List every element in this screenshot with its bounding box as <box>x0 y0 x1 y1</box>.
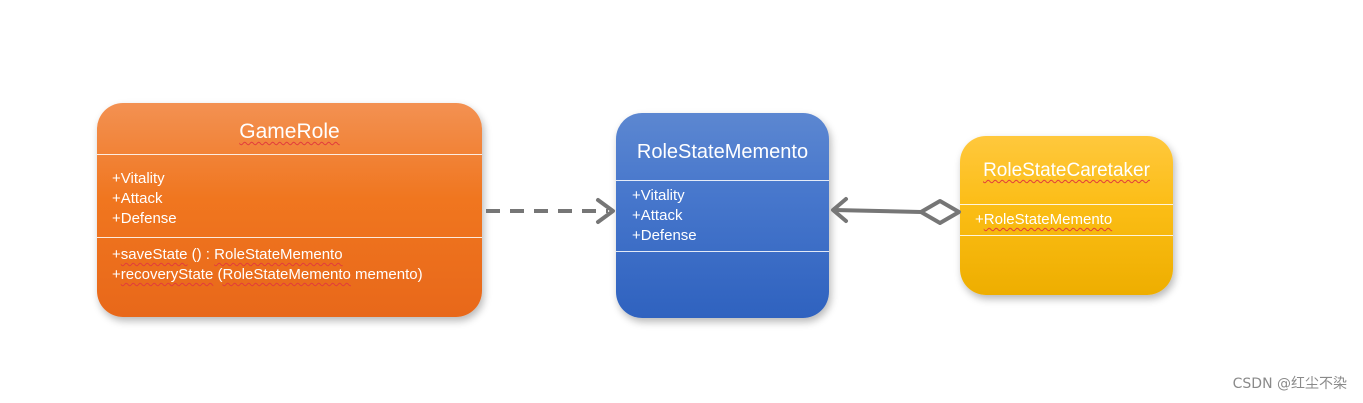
class-divider <box>616 180 829 181</box>
aggregation-arrowhead <box>831 197 848 223</box>
attribute-vitality: +Vitality <box>632 187 685 204</box>
attribute-role-state-memento: +RoleStateMemento <box>975 211 1113 228</box>
attribute-defense: +Defense <box>112 210 177 227</box>
dependency-arrowhead <box>596 198 615 224</box>
class-divider <box>616 251 829 252</box>
attribute-attack: +Attack <box>632 207 683 224</box>
class-name-game-role: GameRole <box>239 120 340 143</box>
class-name-role-state-caretaker: RoleStateCaretaker <box>983 160 1150 181</box>
watermark: CSDN @红尘不染 <box>1232 376 1347 392</box>
attribute-vitality: +Vitality <box>112 170 165 187</box>
class-box-game-role[interactable]: GameRole +Vitality +Attack +Defense +sav… <box>97 103 482 317</box>
class-name-role-state-memento: RoleStateMemento <box>636 141 809 163</box>
aggregation-line <box>833 208 922 214</box>
class-divider <box>97 154 482 155</box>
class-divider <box>97 237 482 238</box>
class-box-role-state-memento[interactable]: RoleStateMemento +Vitality +Attack +Defe… <box>616 113 829 318</box>
operation-recovery-state: +recoveryState (RoleStateMemento memento… <box>112 266 423 283</box>
operation-save-state: +saveState () : RoleStateMemento <box>112 246 343 263</box>
attribute-attack: +Attack <box>112 190 163 207</box>
class-box-role-state-caretaker[interactable]: RoleStateCaretaker +RoleStateMemento <box>960 136 1173 295</box>
attribute-defense: +Defense <box>632 227 697 244</box>
class-divider <box>960 204 1173 205</box>
class-divider <box>960 235 1173 236</box>
aggregation-diamond <box>919 199 961 225</box>
